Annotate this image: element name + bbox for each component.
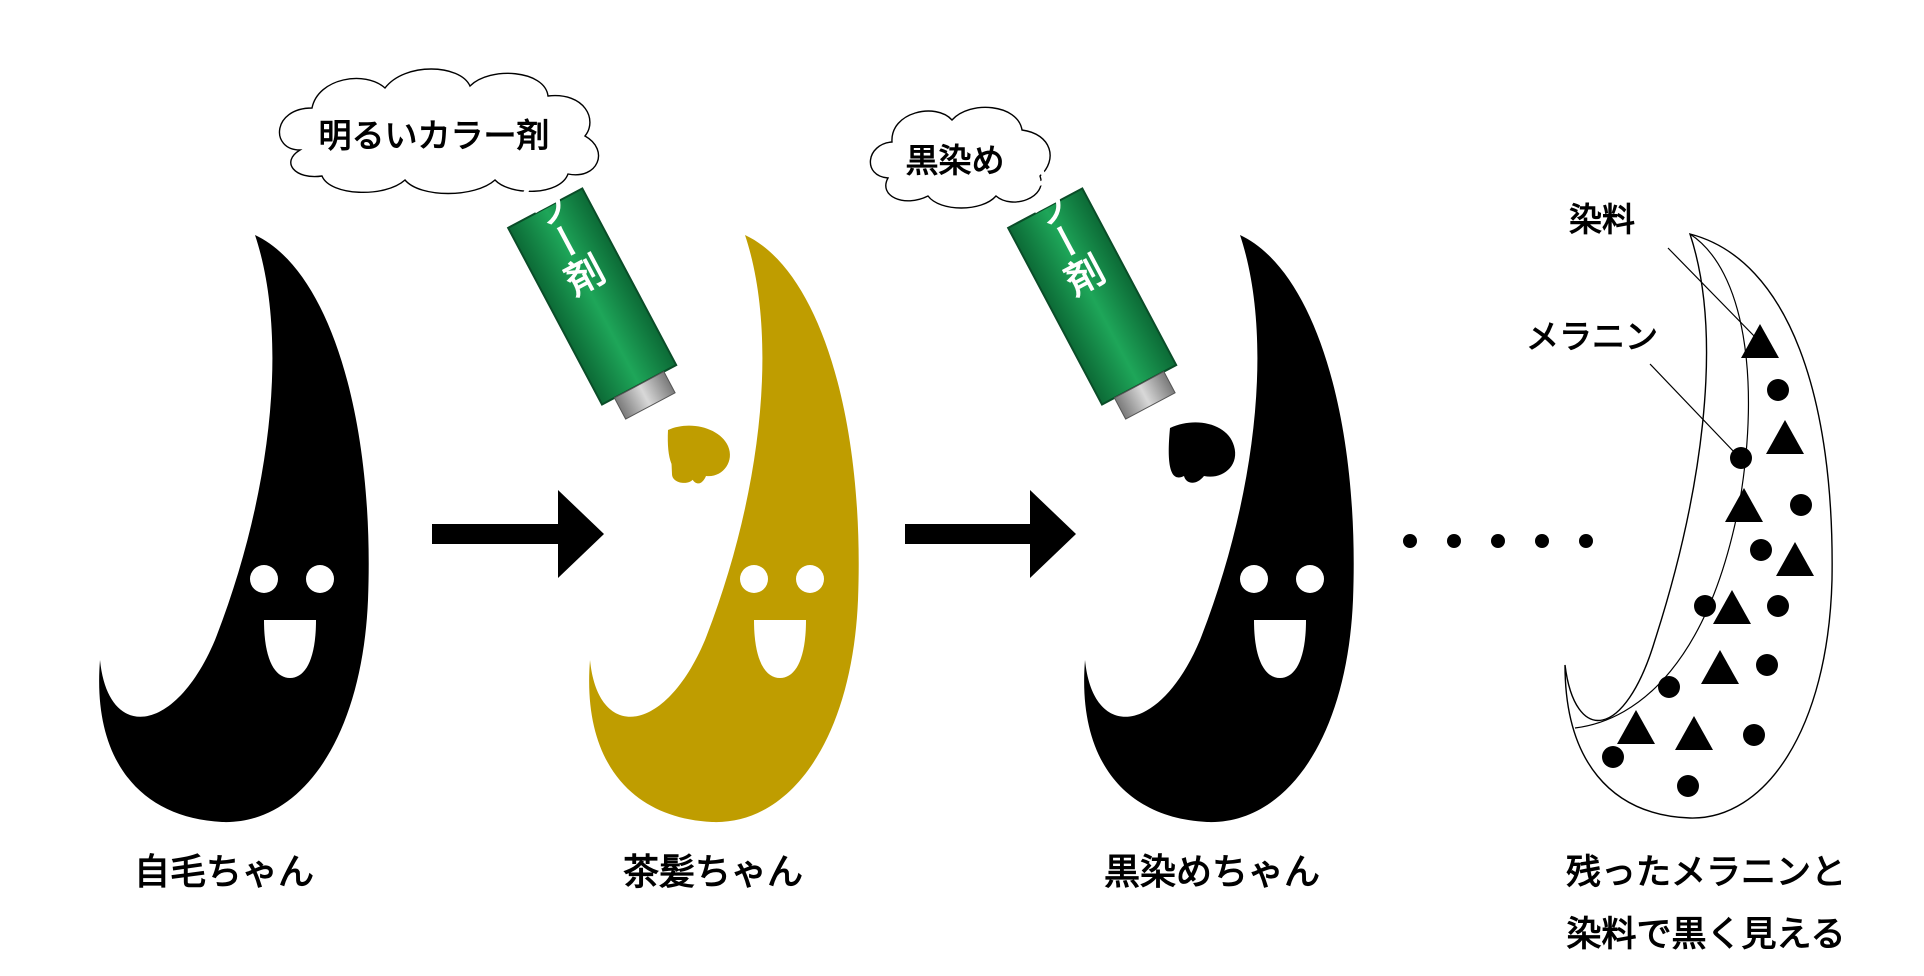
dye-label: 染料 xyxy=(1569,200,1635,239)
hair-cross-section: 染料 メラニン 残ったメラニンと 染料で黒く見える xyxy=(1526,200,1846,955)
melanin-particles xyxy=(1602,379,1812,797)
dye-triangle xyxy=(1617,710,1655,744)
dye-triangle xyxy=(1741,324,1779,358)
brown-dye-drip-body xyxy=(670,430,694,483)
character-label: 黒染めちゃん xyxy=(1104,852,1320,893)
melanin-dot xyxy=(1756,654,1778,676)
character-label: 自毛ちゃん xyxy=(134,852,314,893)
ellipsis-dots xyxy=(1403,534,1593,548)
tube-cap xyxy=(1113,370,1176,420)
character-black-dyed-hair: 黒染めちゃん xyxy=(1084,235,1354,893)
arrow-right xyxy=(432,490,604,578)
character-label: 茶髪ちゃん xyxy=(623,852,803,893)
melanin-dot xyxy=(1658,676,1680,698)
bubble-black-dye: 黒染め xyxy=(869,106,1051,209)
black-dye-drip xyxy=(1168,422,1236,483)
character-brown-hair: 茶髪ちゃん xyxy=(589,235,859,893)
left-eye xyxy=(740,565,768,593)
melanin-dot xyxy=(1767,379,1789,401)
hair-strand-shape xyxy=(589,235,859,823)
right-eye xyxy=(796,565,824,593)
dye-triangle xyxy=(1713,590,1751,624)
bubble-bright-color-text: 明るいカラー剤 xyxy=(319,116,550,155)
dye-triangle xyxy=(1725,488,1763,522)
cross-section-caption-line2: 染料で黒く見える xyxy=(1567,915,1846,955)
dye-triangle xyxy=(1766,420,1804,454)
dye-triangle xyxy=(1776,542,1814,576)
tube-cap xyxy=(613,370,676,420)
right-eye xyxy=(1296,565,1324,593)
melanin-label: メラニン xyxy=(1526,317,1658,356)
dye-particles xyxy=(1617,324,1814,750)
bubble-bright-color: 明るいカラー剤 xyxy=(278,68,600,195)
cloud-shape xyxy=(869,106,1051,209)
melanin-dot xyxy=(1767,595,1789,617)
arrow-right xyxy=(905,490,1076,578)
bubble-black-dye-text: 黒染め xyxy=(906,141,1005,180)
melanin-dot xyxy=(1677,775,1699,797)
mouth xyxy=(264,620,316,678)
cloud-shape xyxy=(278,68,600,195)
melanin-dot xyxy=(1790,494,1812,516)
left-eye xyxy=(1240,565,1268,593)
character-natural-hair: 自毛ちゃん xyxy=(99,235,369,893)
mouth xyxy=(1254,620,1306,678)
color-tube-bright: カラー剤 xyxy=(499,148,678,420)
right-eye xyxy=(306,565,334,593)
color-tube-black: カラー剤 xyxy=(999,148,1178,420)
melanin-dot xyxy=(1750,539,1772,561)
hair-strand-shape xyxy=(99,235,369,823)
melanin-leader-line xyxy=(1649,363,1737,455)
melanin-dot xyxy=(1602,746,1624,768)
left-eye xyxy=(250,565,278,593)
mouth xyxy=(754,620,806,678)
cross-section-caption-line1: 残ったメラニンと xyxy=(1566,853,1846,893)
dye-leader-line xyxy=(1667,247,1759,341)
melanin-dot xyxy=(1730,447,1752,469)
melanin-dot xyxy=(1694,595,1716,617)
melanin-dot xyxy=(1743,724,1765,746)
dye-triangle xyxy=(1701,650,1739,684)
dye-triangle xyxy=(1675,716,1713,750)
